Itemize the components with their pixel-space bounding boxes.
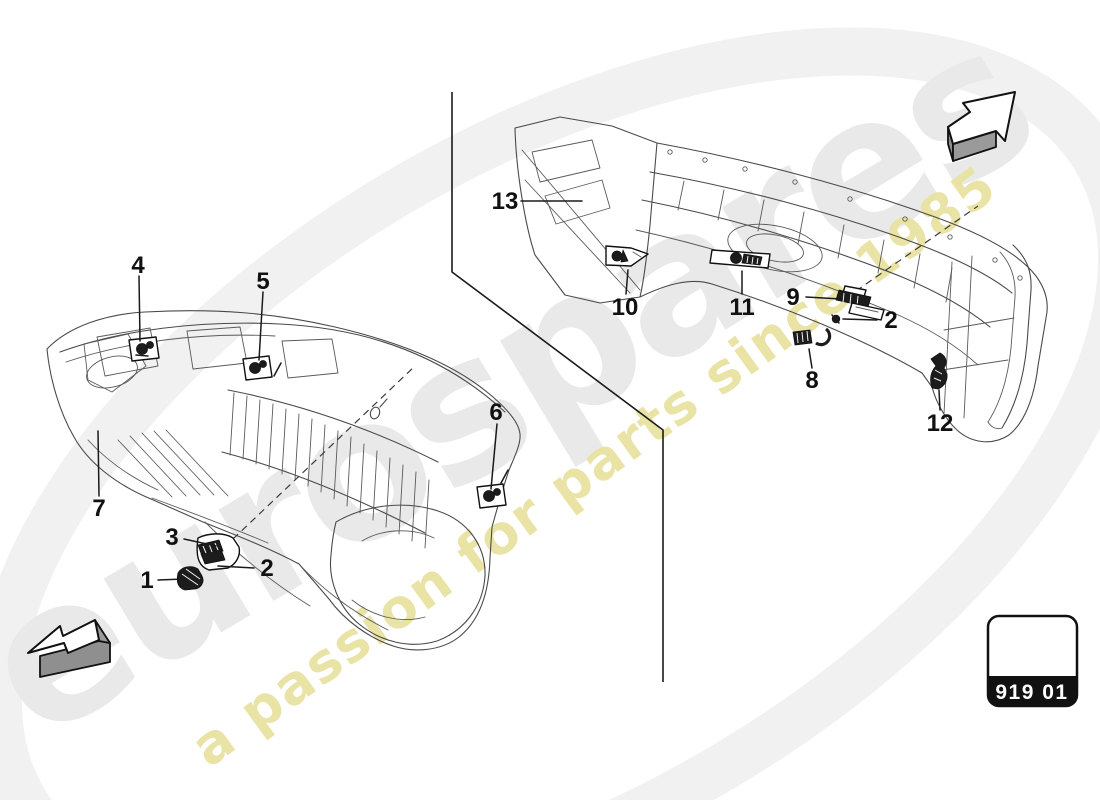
callout-5: 5 (256, 268, 269, 295)
callout-4: 4 (131, 252, 145, 279)
callout-13: 13 (492, 188, 519, 215)
leader-lines (97, 200, 941, 581)
part-code-band (988, 676, 1077, 706)
part-icon-sensor-4 (128, 336, 160, 362)
part-icon-clamp-1 (176, 566, 204, 591)
part-icon-clip-10 (605, 245, 649, 267)
direction-arrow-sw-icon (27, 619, 111, 678)
upper-bumper-illustration (514, 116, 1048, 443)
direction-arrow-ne-icon (947, 91, 1016, 162)
part-code-text: 919 01 (995, 681, 1068, 704)
part-icon-screw-2-upper (831, 314, 841, 324)
callout-6: 6 (489, 399, 502, 426)
diagram-divider-line (451, 92, 664, 682)
part-icon-sensor-6 (476, 469, 509, 509)
callout-8: 8 (805, 367, 818, 394)
assembly-dashed-line-lower (232, 365, 416, 540)
part-icon-bracket-9 (835, 285, 885, 321)
assembly-dashed-line-upper (855, 205, 979, 292)
callout-1: 1 (140, 567, 153, 594)
callout-9: 9 (786, 284, 799, 311)
callout-2-upper: 2 (884, 307, 897, 334)
part-icon-sensor-5 (242, 355, 282, 381)
callout-labels: 1 2 3 4 5 6 7 8 9 2 10 11 12 13 (92, 188, 953, 594)
callout-3: 3 (165, 524, 178, 551)
callout-2-lower: 2 (260, 555, 273, 582)
part-icon-bracket-3 (196, 533, 241, 571)
callout-12: 12 (927, 410, 954, 437)
part-icon-sensor-8 (792, 327, 832, 347)
part-icon-clip-11 (709, 249, 771, 269)
callout-10: 10 (612, 294, 639, 321)
part-code-box: 919 01 (986, 614, 1079, 708)
part-icon-hook-12 (930, 352, 948, 390)
callout-7: 7 (92, 495, 105, 522)
callout-11: 11 (729, 294, 754, 321)
